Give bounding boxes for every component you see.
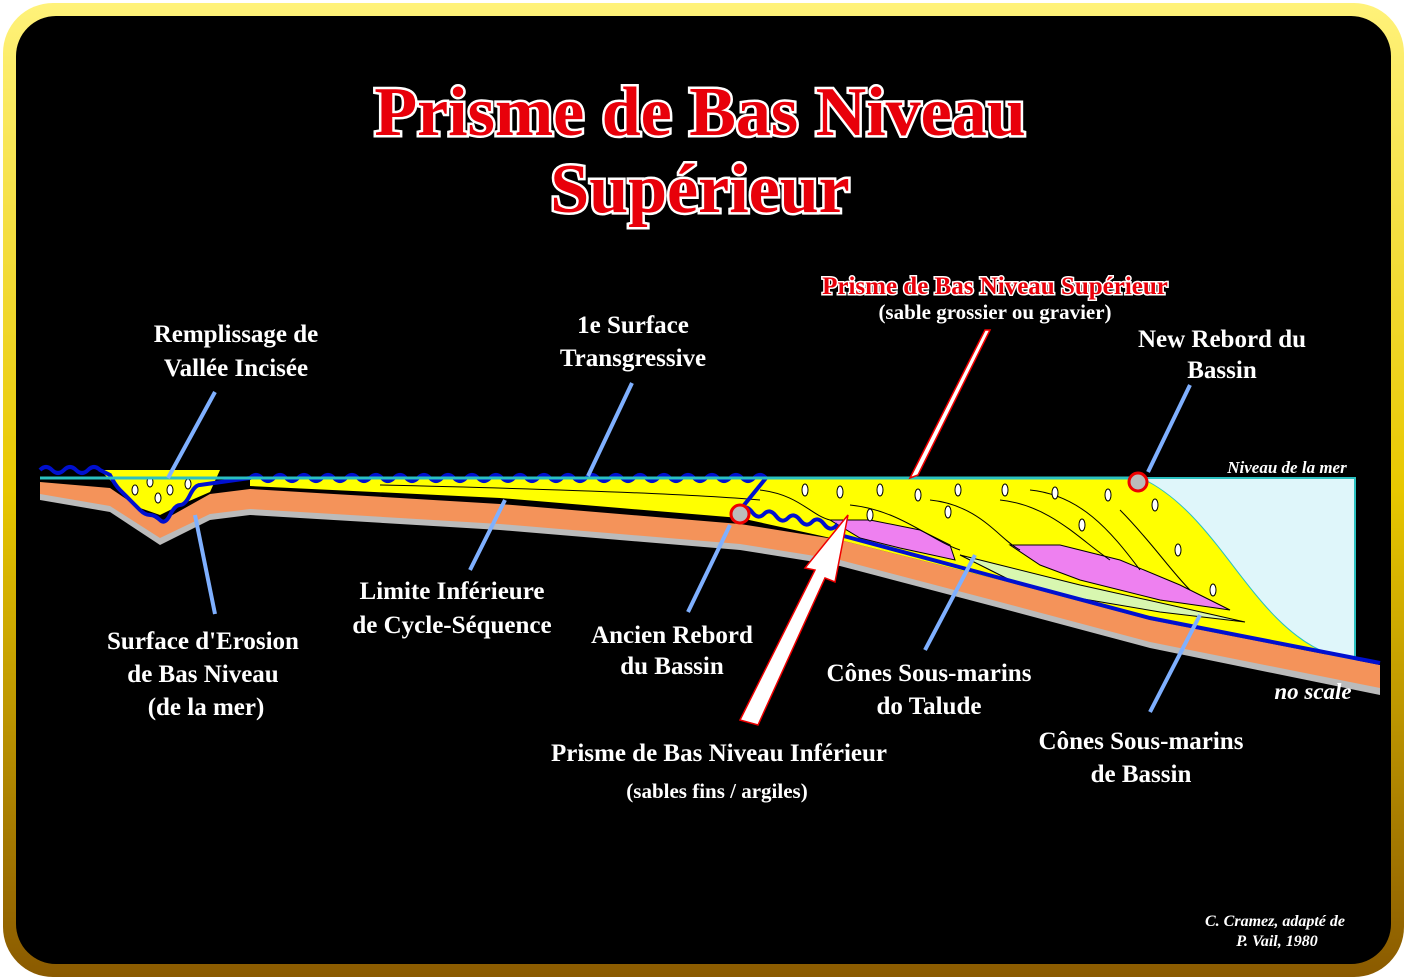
- credit-line-1: C. Cramez, adapté de: [1205, 913, 1345, 930]
- new-shelf-break-marker: [1127, 471, 1149, 493]
- erosion-surface-line: [38, 465, 1381, 665]
- clinoform-lines: [379, 484, 1191, 591]
- pebbles: [131, 476, 1217, 597]
- label-lower-limit-1: Limite Inférieure: [360, 578, 545, 605]
- label-old-break-2: du Bassin: [620, 653, 724, 680]
- lower-prism-arrow: [738, 514, 849, 726]
- label-no-scale: no scale: [1274, 679, 1351, 704]
- label-lower-prism: Prisme de Bas Niveau Inférieur: [551, 740, 887, 767]
- label-erosion-3: (de la mer): [148, 694, 265, 721]
- credit-line-2: P. Vail, 1980: [1235, 933, 1318, 950]
- title-line-2: Supérieur: [550, 151, 849, 228]
- label-transgressive-1: 1e Surface: [577, 312, 689, 339]
- slope-fan: [1008, 544, 1231, 611]
- label-slope-fans-1: Cônes Sous-marins: [827, 660, 1032, 687]
- title-line-1: Prisme de Bas Niveau: [374, 74, 1025, 151]
- label-upper-prism: Prisme de Bas Niveau Supérieur: [822, 273, 1168, 300]
- label-lower-limit-2: de Cycle-Séquence: [352, 612, 551, 639]
- label-transgressive-2: Transgressive: [560, 345, 706, 372]
- label-new-break-2: Bassin: [1187, 357, 1257, 384]
- label-upper-prism-sub: (sable grossier ou gravier): [878, 300, 1111, 324]
- substratum: [40, 482, 1380, 688]
- label-old-break-1: Ancien Rebord: [591, 622, 753, 649]
- label-lower-prism-sub: (sables fins / argiles): [626, 779, 807, 803]
- label-basin-fans-2: de Bassin: [1091, 761, 1192, 788]
- label-valley-fill-2: Vallée Incisée: [164, 355, 308, 382]
- label-erosion-2: de Bas Niveau: [127, 661, 279, 688]
- label-basin-fans-1: Cônes Sous-marins: [1039, 728, 1244, 755]
- upper-prism-arrow: [908, 329, 992, 480]
- pointer-arrows: [166, 382, 1202, 713]
- label-slope-fans-2: do Talude: [877, 693, 982, 720]
- slope-fan: [828, 519, 956, 561]
- label-new-break-1: New Rebord du: [1138, 326, 1306, 353]
- old-shelf-break-marker: [729, 503, 751, 525]
- label-sea-level: Niveau de la mer: [1226, 458, 1347, 477]
- label-erosion-1: Surface d'Erosion: [107, 628, 299, 655]
- label-valley-fill-1: Remplissage de: [154, 321, 319, 348]
